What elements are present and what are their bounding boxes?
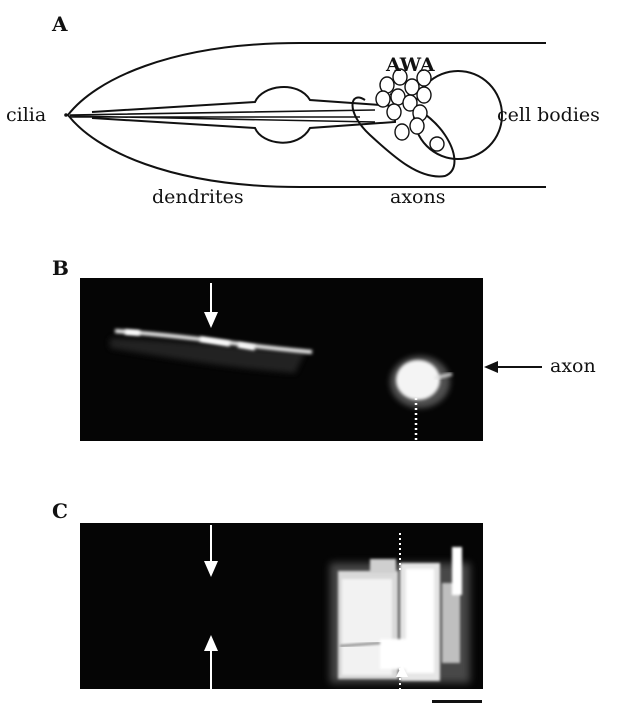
dendrite-haze: [110, 338, 305, 373]
amphid-neurons: [376, 69, 444, 151]
label-cilia: cilia: [6, 106, 46, 125]
label-awa: AWA: [386, 56, 435, 75]
cilia-tip: [64, 113, 68, 117]
label-cell-bodies: cell bodies: [497, 106, 600, 125]
neuron: [395, 124, 409, 140]
neuron: [417, 87, 431, 103]
panel-c-micrograph: [80, 523, 483, 689]
worm-outline: [68, 43, 546, 187]
axon-callout-arrow: [484, 357, 544, 377]
up-arrow-c: [204, 635, 218, 689]
cell-body: [396, 360, 440, 400]
neuron: [376, 91, 390, 107]
neuron: [387, 104, 401, 120]
label-dendrites: dendrites: [152, 188, 244, 207]
panel-b-letter: B: [52, 258, 69, 278]
down-arrow-c: [204, 525, 218, 577]
neuron: [430, 137, 444, 151]
neuron: [410, 118, 424, 134]
label-axon-callout: axon: [550, 357, 596, 376]
panel-c-letter: C: [52, 501, 68, 521]
down-arrow-b: [204, 283, 218, 328]
pharynx: [92, 87, 395, 143]
label-axons: axons: [390, 188, 445, 207]
panel-b-micrograph: [80, 278, 483, 441]
scale-bar: [432, 700, 482, 703]
